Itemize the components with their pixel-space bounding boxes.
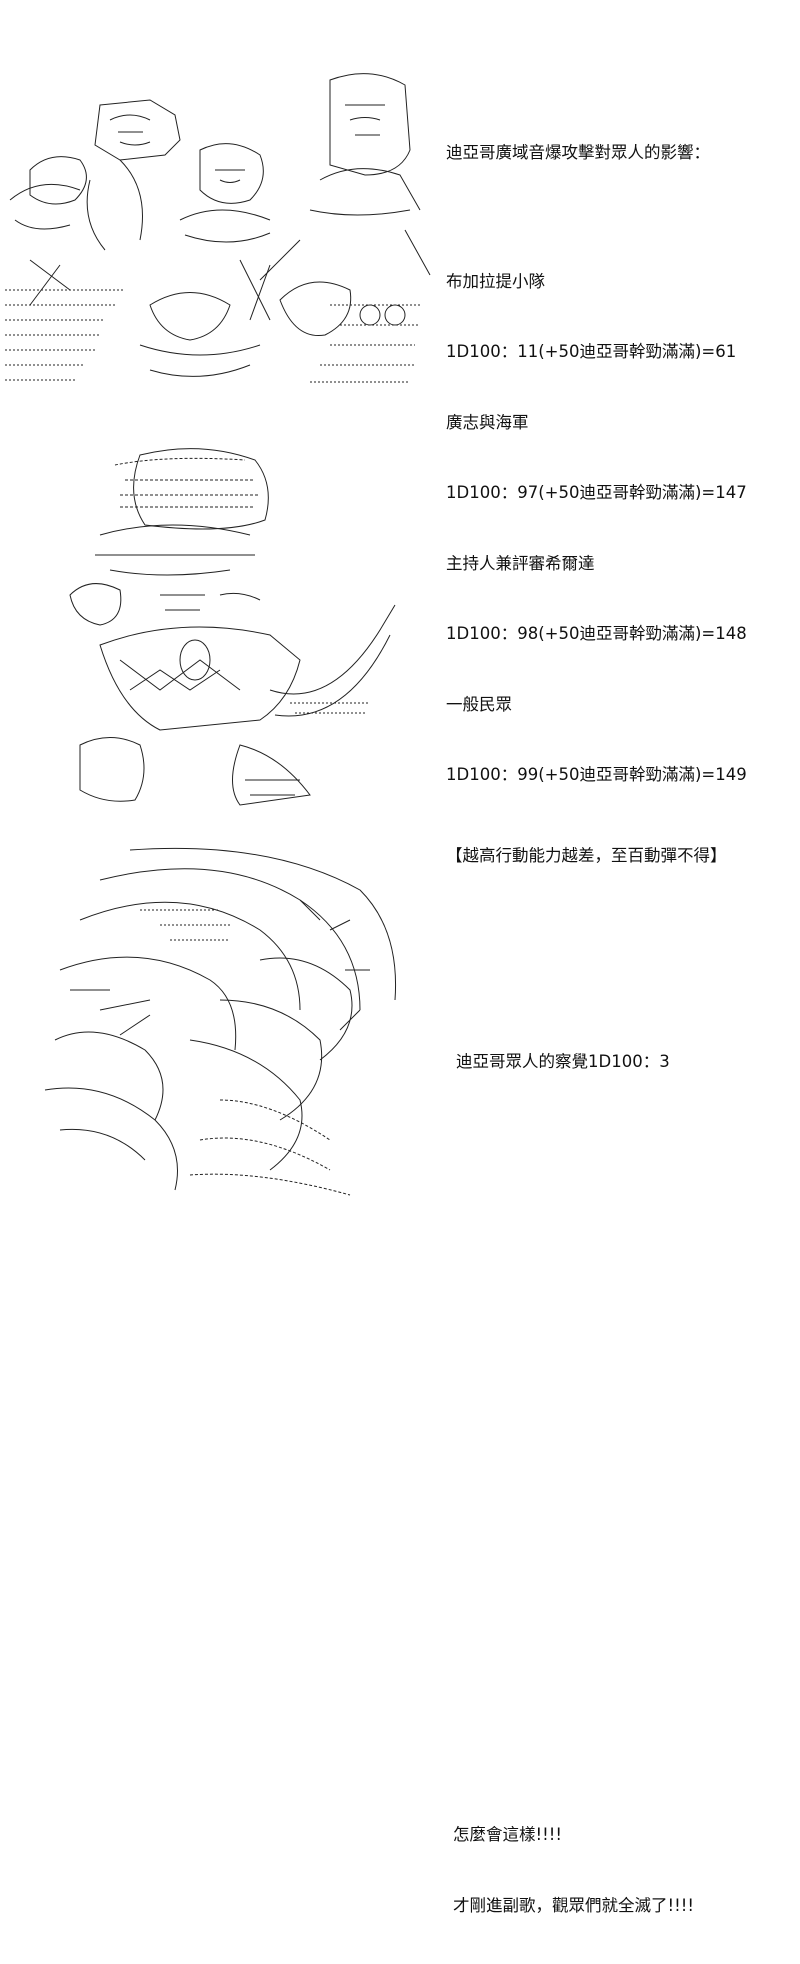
panel-shockwave: 怎麼會這樣!!!! 才剛進副歌，觀眾們就全滅了!!!! — [0, 830, 800, 1915]
exclamation-line-2: 才剛進副歌，觀眾們就全滅了!!!! — [453, 1895, 694, 1915]
ascii-art-crowd — [0, 60, 440, 395]
ascii-art-shockwave — [40, 840, 400, 1200]
row-roll-1: 1D100：11(+50迪亞哥幹勁滿滿)=61 — [446, 342, 737, 361]
row-roll-4: 1D100：99(+50迪亞哥幹勁滿滿)=149 — [446, 765, 747, 784]
effects-text: 迪亞哥廣域音爆攻擊對眾人的影響： 布加拉提小隊 1D100：11(+50迪亞哥幹… — [446, 94, 747, 914]
row-group-2: 廣志與海軍 — [446, 412, 529, 432]
row-group-3: 主持人兼評審希爾達 — [446, 553, 595, 573]
row-roll-3: 1D100：98(+50迪亞哥幹勁滿滿)=148 — [446, 624, 747, 643]
ascii-art-dinosaur — [40, 445, 410, 815]
row-group-1: 布加拉提小隊 — [446, 271, 545, 291]
panel-crowd-effects: 迪亞哥廣域音爆攻擊對眾人的影響： 布加拉提小隊 1D100：11(+50迪亞哥幹… — [0, 0, 800, 865]
panel-dinosaur: 迪亞哥眾人的察覺1D100：3 — [0, 410, 800, 1071]
row-group-4: 一般民眾 — [446, 694, 512, 714]
exclamation-line-1: 怎麼會這樣!!!! — [453, 1825, 562, 1844]
row-roll-2: 1D100：97(+50迪亞哥幹勁滿滿)=147 — [446, 483, 747, 502]
effects-note: 【越高行動能力越差，至百動彈不得】 — [446, 845, 727, 865]
perception-text: 迪亞哥眾人的察覺1D100：3 — [456, 1052, 670, 1071]
exclamation-text: 怎麼會這樣!!!! 才剛進副歌，觀眾們就全滅了!!!! — [453, 1776, 694, 1964]
effects-heading: 迪亞哥廣域音爆攻擊對眾人的影響： — [446, 143, 710, 162]
